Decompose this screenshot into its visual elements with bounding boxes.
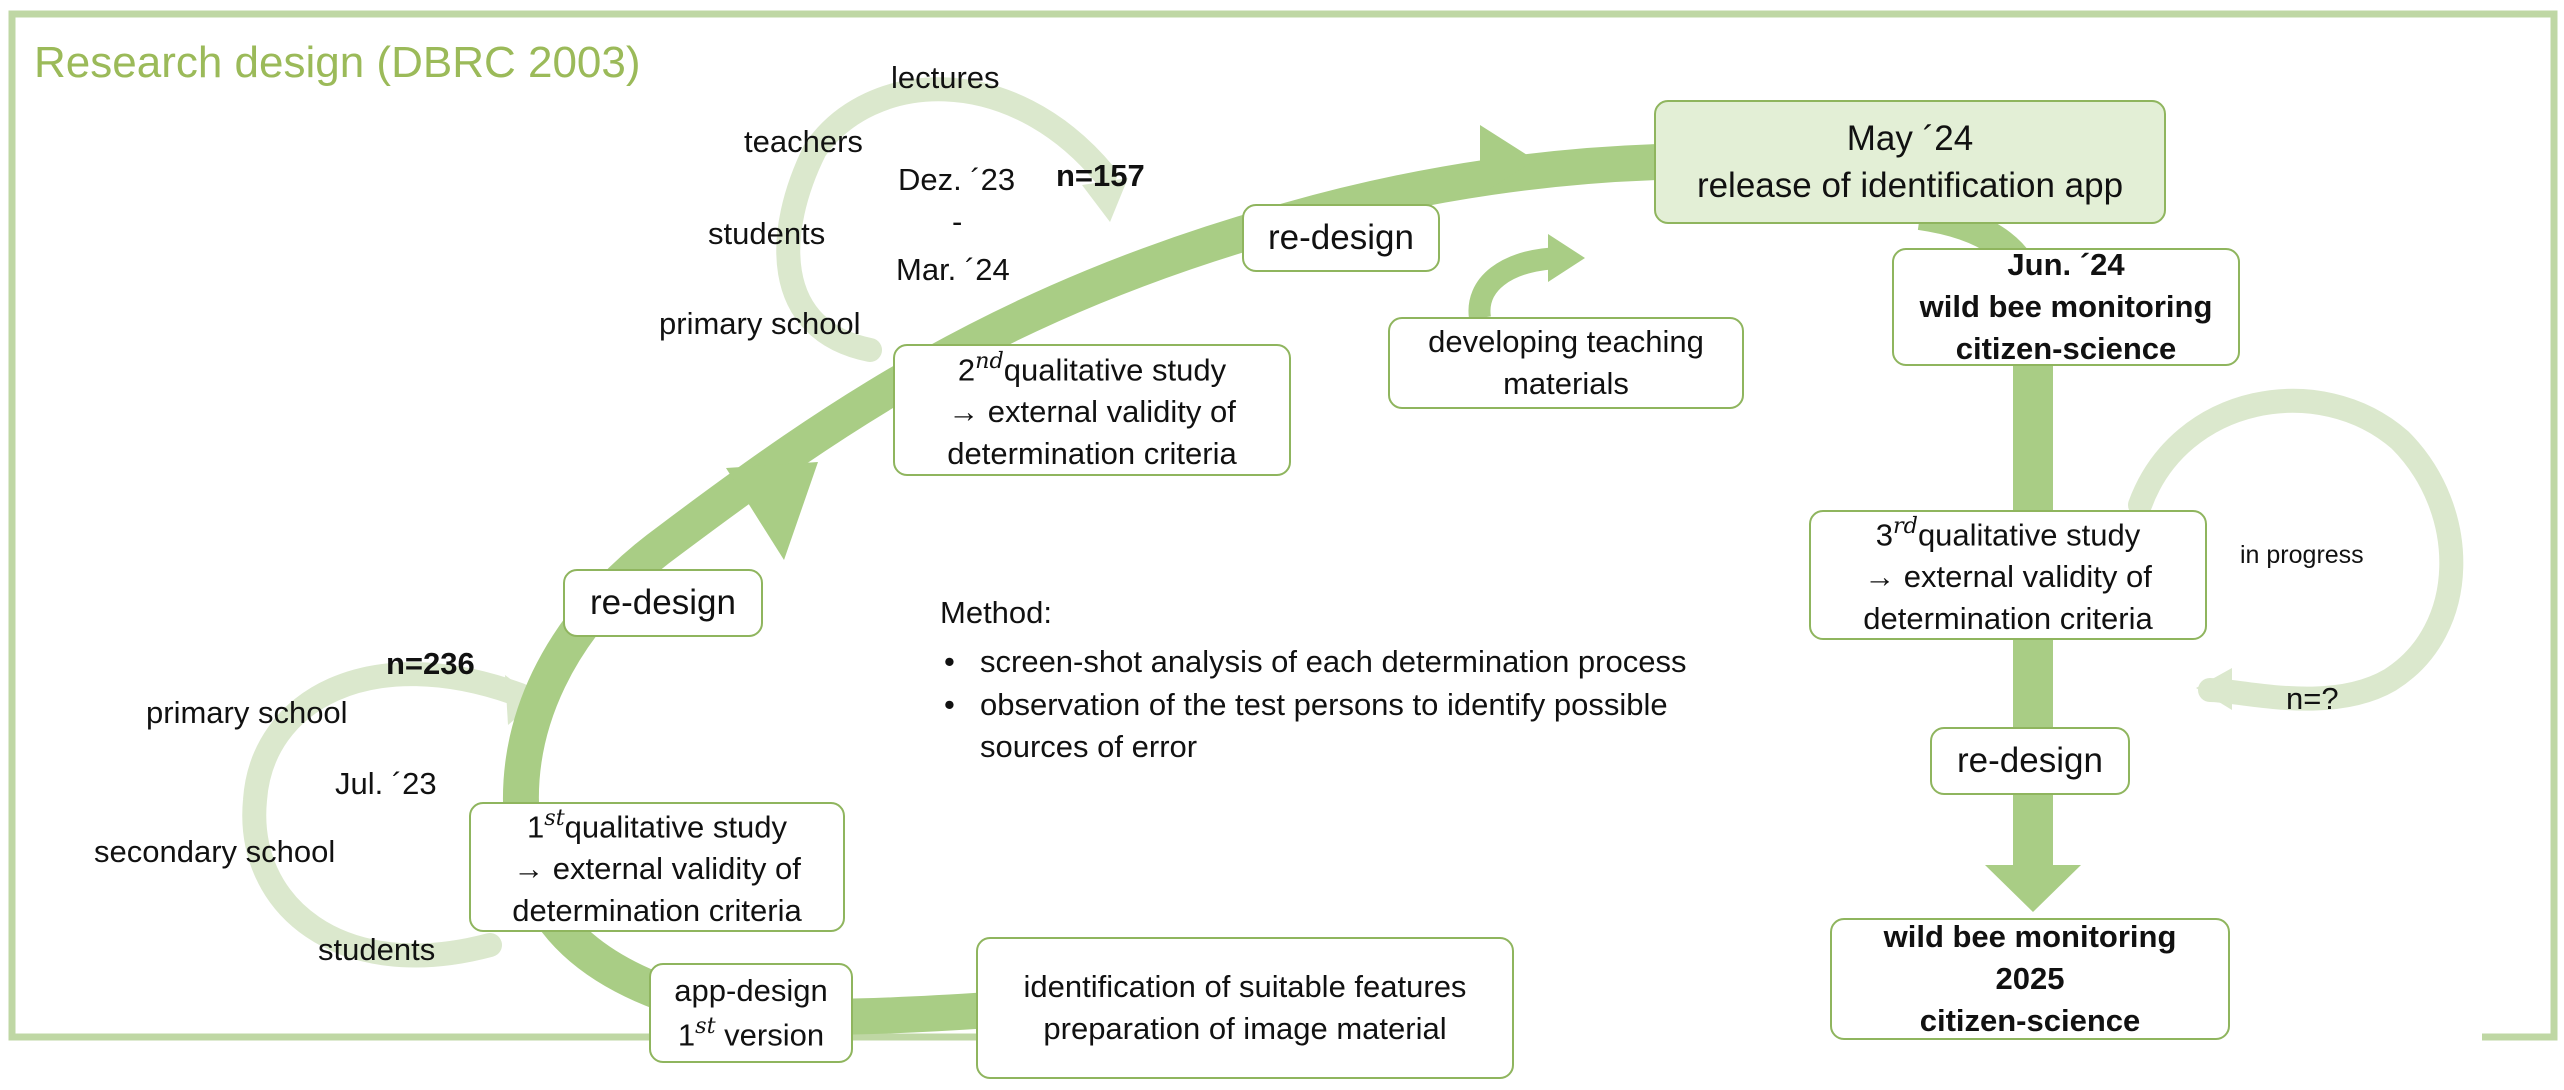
june-monitoring-box: Jun. ´24 wild bee monitoring citizen-sci…	[1892, 247, 2240, 366]
cycle2-date-separator: -	[952, 204, 963, 239]
study1-num: 1	[527, 808, 545, 844]
flow-arrowhead-1	[726, 462, 818, 560]
redesign1-label: re-design	[590, 583, 736, 623]
teaching-line2: materials	[1503, 366, 1629, 401]
release-date: May ´24	[1846, 118, 1974, 158]
redesign3-label: re-design	[1957, 741, 2103, 781]
method-item-continuation: sources of error	[980, 729, 1198, 765]
method-item: screen-shot analysis of each determinati…	[944, 641, 1687, 684]
teaching-arrowhead	[1548, 234, 1585, 282]
cycle2-loop	[776, 77, 1117, 362]
study3-num: 3	[1875, 516, 1893, 552]
cycle3-loop	[2128, 388, 2464, 711]
app-design-label: app-design	[674, 972, 828, 1008]
flow-arrowheads	[726, 125, 2081, 912]
study2-line3: determination criteria	[947, 435, 1237, 471]
redesign3-box: re-design	[1930, 727, 2130, 795]
final-line3: citizen-science	[1919, 1002, 2141, 1038]
study3-rest: qualitative study	[1917, 516, 2141, 552]
june-date: Jun. ´24	[2007, 247, 2125, 283]
app-design-box: app-design 1st version	[649, 963, 853, 1063]
diagram-title: Research design (DBRC 2003)	[34, 38, 641, 87]
outer-frame	[8, 10, 2558, 1041]
study2-box: 2ndqualitative study → external validity…	[893, 344, 1291, 476]
redesign2-box: re-design	[1242, 204, 1440, 272]
identification-line1: identification of suitable features	[1023, 969, 1467, 1005]
release-label: release of identification app	[1696, 166, 2124, 205]
cycle1-participant-students: students	[318, 932, 436, 967]
redesign2-label: re-design	[1268, 218, 1414, 258]
cycle1-date: Jul. ´23	[335, 766, 437, 801]
study3-line3: determination criteria	[1863, 600, 2153, 636]
cycle1-n: n=236	[386, 646, 475, 681]
release-box: May ´24 release of identification app	[1654, 100, 2166, 224]
study1-box: 1stqualitative study → external validity…	[469, 802, 845, 932]
redesign1-box: re-design	[563, 569, 763, 637]
app-design-version-sup: st	[695, 1013, 716, 1040]
study2-rest: qualitative study	[1003, 351, 1227, 387]
cycle3-n: n=?	[2286, 681, 2339, 716]
study3-title: 3rdqualitative study	[1876, 511, 2141, 556]
june-line3: citizen-science	[1955, 330, 2177, 366]
final-line1: wild bee monitoring	[1883, 919, 2177, 955]
method-heading: Method:	[940, 595, 1053, 630]
down-arrowhead	[1985, 865, 2081, 912]
cycle-arrows	[242, 77, 2464, 968]
identification-line2: preparation of image material	[1043, 1011, 1447, 1046]
study2-title: 2ndqualitative study	[958, 346, 1226, 391]
cycle2-date-start: Dez. ´23	[898, 162, 1016, 197]
cycle3-arrowhead	[2196, 668, 2232, 710]
cycle2-n: n=157	[1056, 158, 1145, 193]
final-monitoring-box: wild bee monitoring 2025 citizen-science	[1830, 918, 2230, 1040]
study3-sup: rd	[1892, 512, 1918, 539]
cycle2-participant-teachers: teachers	[744, 124, 863, 159]
cycle2-participant-lectures: lectures	[891, 60, 1000, 95]
teaching-line1: developing teaching	[1428, 324, 1704, 360]
study1-line2: → external validity of	[513, 850, 801, 886]
study1-line3: determination criteria	[512, 892, 802, 928]
flow-arrowhead-2	[1480, 125, 1535, 195]
study1-title: 1stqualitative study	[527, 803, 787, 848]
cycle2-participant-primary: primary school	[659, 306, 861, 341]
final-line2: 2025	[1995, 961, 2065, 997]
method-list: screen-shot analysis of each determinati…	[940, 641, 1687, 769]
study2-sup: nd	[975, 347, 1004, 374]
cycle3-status: in progress	[2240, 541, 2364, 569]
cycle1-participant-secondary: secondary school	[94, 834, 336, 869]
cycle2-date-end: Mar. ´24	[896, 252, 1010, 287]
cycle2-participant-students: students	[708, 216, 826, 251]
app-design-version-rest: version	[715, 1017, 825, 1053]
study3-box: 3rdqualitative study → external validity…	[1809, 510, 2207, 640]
study2-num: 2	[957, 351, 976, 387]
study3-line2: → external validity of	[1864, 558, 2152, 594]
teaching-branch	[1468, 247, 1561, 320]
cycle1-participant-primary: primary school	[146, 695, 348, 730]
cycle1-loop	[242, 662, 532, 968]
june-line2: wild bee monitoring	[1919, 289, 2213, 325]
teaching-materials-box: developing teaching materials	[1388, 317, 1744, 409]
app-design-version-num: 1	[677, 1017, 696, 1053]
study2-line2: → external validity of	[948, 393, 1236, 429]
method-item: observation of the test persons to ident…	[944, 684, 1686, 727]
study1-rest: qualitative study	[564, 808, 787, 844]
cycle2-arrowhead	[1082, 178, 1128, 222]
study1-sup: st	[544, 804, 565, 831]
app-design-version: 1st version	[678, 1011, 824, 1056]
method-block: Method: screen-shot analysis of each det…	[940, 592, 1686, 769]
identification-box: identification of suitable features prep…	[976, 937, 1514, 1079]
